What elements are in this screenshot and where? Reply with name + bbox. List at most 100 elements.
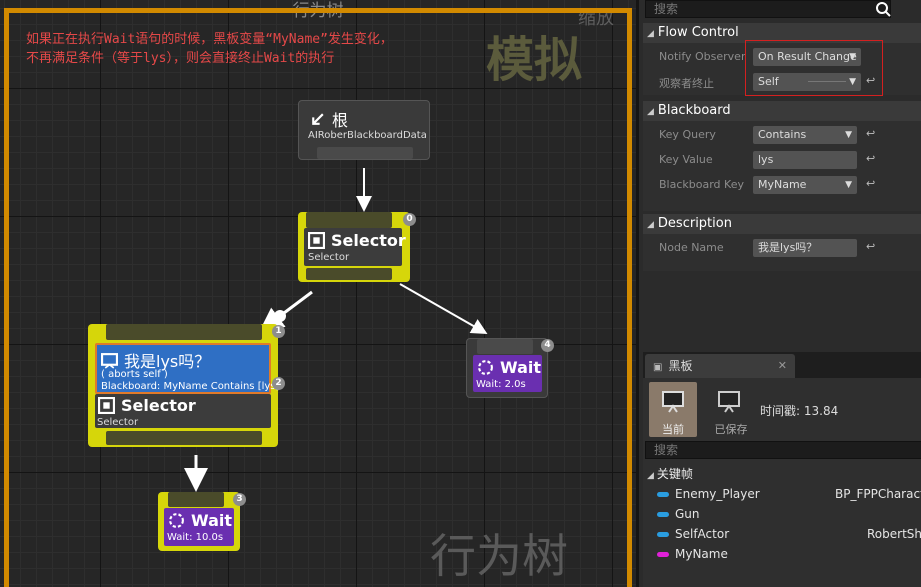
key-name: Enemy_Player bbox=[675, 487, 760, 501]
search-icon[interactable] bbox=[875, 1, 891, 17]
selector-inner-title: Selector bbox=[121, 396, 196, 415]
blackboard-key-row[interactable]: Gun bbox=[657, 507, 700, 521]
root-arrow-icon bbox=[312, 112, 324, 125]
decorator-my-name-check[interactable]: 我是lys吗？ ( aborts self ) Blackboard: MyNa… bbox=[95, 343, 279, 394]
notify-observer-label: Notify Observer bbox=[659, 50, 746, 63]
chevron-down-icon: ▼ bbox=[849, 77, 856, 87]
blackboard-icon bbox=[101, 352, 118, 369]
decorator-aborts: ( aborts self ) bbox=[101, 369, 168, 380]
decorator-title: 我是lys吗？ bbox=[124, 352, 211, 371]
root-subtitle: AIRoberBlackboardData bbox=[308, 130, 427, 141]
node-name-label: Node Name bbox=[659, 241, 724, 254]
blackboard-key-label: Blackboard Key bbox=[659, 178, 744, 191]
reset-to-default-icon[interactable]: ↩ bbox=[866, 177, 876, 190]
key-value-label: Key Value bbox=[659, 153, 713, 166]
keyframe-header[interactable]: ◢关键帧 bbox=[647, 467, 693, 481]
key-type-icon bbox=[657, 491, 669, 497]
key-query-dropdown[interactable]: Contains▼ bbox=[753, 126, 857, 144]
key-query-label: Key Query bbox=[659, 128, 716, 141]
root-title: 根 bbox=[332, 111, 349, 130]
key-name: SelfActor bbox=[675, 527, 730, 541]
collapse-triangle-icon: ◢ bbox=[647, 107, 654, 117]
side-panel: 搜索 ◢Flow Control Notify Observer On Resu… bbox=[636, 0, 921, 587]
reset-to-default-icon[interactable]: ↩ bbox=[866, 240, 876, 253]
wait-bottom-index: 3 bbox=[233, 493, 246, 506]
wait-node-bottom[interactable]: Wait Wait: 10.0s bbox=[158, 492, 240, 551]
watermark-simulate: 模拟 bbox=[486, 32, 583, 88]
decorator-index: 2 bbox=[272, 377, 285, 390]
key-value: RobertSho bbox=[867, 527, 921, 541]
key-value-input[interactable]: lys bbox=[753, 151, 857, 169]
selector-top-index: 0 bbox=[403, 213, 416, 226]
key-name: Gun bbox=[675, 507, 700, 521]
selector-icon bbox=[98, 397, 115, 414]
watermark-behavior-tree: 行为树 bbox=[430, 529, 568, 583]
monitor-icon bbox=[662, 391, 684, 413]
decorated-selector-index: 1 bbox=[272, 325, 285, 338]
timestamp-label: 时间戳: 13.84 bbox=[760, 404, 839, 418]
blackboard-section: ◢Blackboard Key Query Contains▼ ↩ Key Va… bbox=[643, 101, 921, 211]
current-snapshot-button[interactable]: 当前 bbox=[649, 382, 697, 437]
chevron-down-icon: ▼ bbox=[845, 130, 852, 140]
decorator-condition: Blackboard: MyName Contains [lys] bbox=[101, 381, 280, 392]
wait-clock-icon bbox=[478, 360, 493, 375]
monitor-icon bbox=[718, 391, 740, 413]
chevron-down-icon: ▼ bbox=[845, 180, 852, 190]
selector-inner-subtitle: Selector bbox=[97, 417, 139, 428]
notify-observer-dropdown[interactable]: On Result Change▼ bbox=[753, 48, 861, 66]
key-value: BP_FPPCharacte bbox=[835, 487, 921, 501]
wire-drag-handle bbox=[274, 310, 286, 322]
current-label: 当前 bbox=[662, 423, 684, 436]
annotation-note: 如果正在执行Wait语句的时候，黑板变量“MyName”发生变化， 不再满足条件… bbox=[26, 30, 393, 68]
description-section: ◢Description Node Name 我是lys吗？ ↩ bbox=[643, 214, 921, 271]
reset-to-default-icon[interactable]: ↩ bbox=[866, 127, 876, 140]
key-type-icon bbox=[657, 511, 669, 517]
chevron-down-icon: ▼ bbox=[849, 52, 856, 62]
description-header[interactable]: ◢Description bbox=[643, 214, 921, 234]
reset-to-default-icon[interactable]: ↩ bbox=[866, 152, 876, 165]
zoom-label: 缩放 bbox=[578, 8, 614, 29]
wait-bottom-title: Wait bbox=[191, 511, 233, 530]
reset-to-default-icon[interactable]: ↩ bbox=[866, 74, 876, 87]
wait-clock-icon bbox=[169, 513, 184, 528]
blackboard-key-dropdown[interactable]: MyName▼ bbox=[753, 176, 857, 194]
blackboard-key-row[interactable]: SelfActor bbox=[657, 527, 729, 541]
wait-right-index: 4 bbox=[541, 339, 554, 352]
selector-top-subtitle: Selector bbox=[308, 252, 350, 263]
root-node[interactable]: 根 AIRoberBlackboardData bbox=[298, 100, 430, 160]
collapse-triangle-icon: ◢ bbox=[647, 220, 654, 230]
selector-icon bbox=[308, 232, 325, 249]
blackboard-search-input[interactable]: 搜索 bbox=[645, 441, 921, 459]
node-name-input[interactable]: 我是lys吗？ bbox=[753, 239, 857, 257]
key-type-icon bbox=[657, 551, 669, 557]
blackboard-header[interactable]: ◢Blackboard bbox=[643, 101, 921, 121]
wait-right-subtitle: Wait: 2.0s bbox=[476, 379, 526, 390]
selector-node-top[interactable]: Selector Selector bbox=[298, 212, 410, 282]
blackboard-tab-icon: ▣ bbox=[653, 362, 663, 373]
wait-right-title: Wait bbox=[500, 358, 542, 377]
observer-aborts-dropdown[interactable]: Self▼ bbox=[753, 73, 861, 91]
decorated-selector-node[interactable]: 我是lys吗？ ( aborts self ) Blackboard: MyNa… bbox=[88, 324, 279, 447]
selector-top-title: Selector bbox=[331, 231, 406, 250]
saved-label: 已保存 bbox=[714, 423, 748, 436]
flow-control-header[interactable]: ◢Flow Control bbox=[643, 23, 921, 43]
blackboard-tab[interactable]: ▣黑板 ✕ bbox=[645, 354, 795, 378]
details-search-input[interactable]: 搜索 bbox=[645, 0, 891, 18]
collapse-triangle-icon: ◢ bbox=[647, 29, 654, 39]
key-type-icon bbox=[657, 531, 669, 537]
wait-node-right[interactable]: Wait Wait: 2.0s bbox=[466, 338, 548, 398]
wire-selector-wait-right bbox=[399, 283, 488, 334]
observer-aborts-label: 观察者终止 bbox=[659, 77, 714, 90]
saved-snapshot-button[interactable]: 已保存 bbox=[707, 382, 755, 437]
highlight-box bbox=[745, 40, 883, 96]
annotation-line-1: 如果正在执行Wait语句的时候，黑板变量“MyName”发生变化， bbox=[26, 32, 393, 47]
wire-selector-decorator bbox=[259, 290, 313, 332]
connection-wires bbox=[184, 168, 488, 492]
blackboard-key-row[interactable]: MyName bbox=[657, 547, 728, 561]
behavior-tree-graph[interactable]: 行为树 缩放 模拟 行为树 如果正在执行Wait语句的时候，黑板变量“MyNam… bbox=[0, 0, 636, 587]
blackboard-key-row[interactable]: Enemy_Player bbox=[657, 487, 760, 501]
close-icon[interactable]: ✕ bbox=[777, 359, 787, 372]
annotation-line-2: 不再满足条件（等于lys），则会直接终止Wait的执行 bbox=[26, 51, 335, 66]
flow-control-section: ◢Flow Control Notify Observer On Result … bbox=[643, 23, 921, 96]
wait-bottom-subtitle: Wait: 10.0s bbox=[167, 532, 224, 543]
